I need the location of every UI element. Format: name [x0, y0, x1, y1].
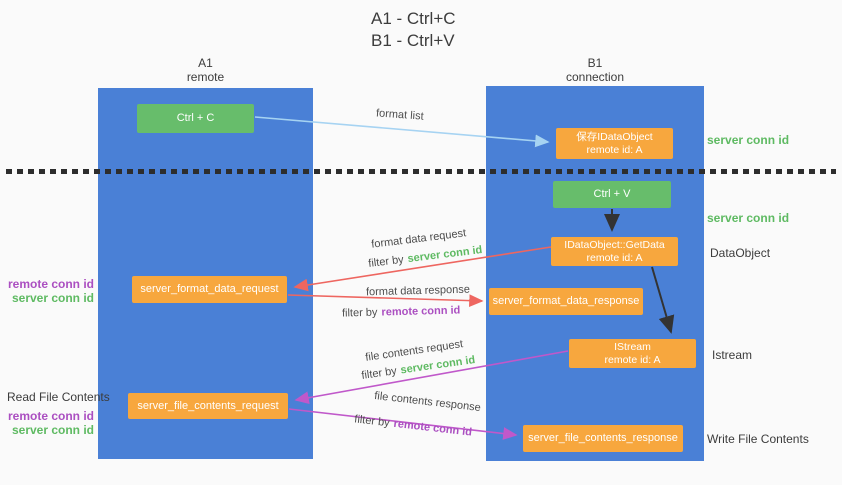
node-server-file-contents-request-label: server_file_contents_request — [137, 399, 279, 412]
left-label-server-conn-id-2: server conn id — [11, 423, 94, 437]
node-server-file-contents-request: server_file_contents_request — [128, 393, 288, 419]
node-idataobject-getdata: IDataObject::GetData remote id: A — [551, 237, 678, 266]
right-label-server-conn-id-top: server conn id — [707, 133, 790, 147]
node-save-idataobject-line2: remote id: A — [586, 143, 643, 156]
remote-conn-id-text: remote conn id — [392, 417, 473, 439]
filter-by-text: filter by — [360, 365, 398, 382]
right-label-server-conn-id-mid: server conn id — [707, 211, 790, 225]
lane-header-a1: A1 remote — [98, 56, 313, 84]
title-line-1: A1 - Ctrl+C — [371, 9, 456, 28]
server-conn-id-text: server conn id — [406, 244, 483, 266]
node-istream-line2: remote id: A — [604, 353, 661, 366]
node-server-file-contents-response: server_file_contents_response — [523, 425, 683, 452]
edge-label-format-data-response: format data response — [365, 283, 471, 299]
left-conn-id-block-file: remote conn id server conn id — [8, 409, 94, 437]
left-label-read-file-contents: Read File Contents — [7, 390, 110, 404]
node-server-file-contents-response-label: server_file_contents_response — [528, 432, 678, 444]
filter-by-text: filter by — [367, 253, 405, 270]
node-server-format-data-response-label: server_format_data_response — [492, 295, 640, 307]
node-save-idataobject: 保存IDataObject remote id: A — [556, 128, 673, 159]
lane-header-b1: B1 connection — [486, 56, 704, 84]
left-label-remote-conn-id-1: remote conn id — [8, 277, 95, 291]
diagram-title: A1 - Ctrl+C B1 - Ctrl+V — [371, 8, 456, 52]
left-label-server-conn-id-1: server conn id — [11, 291, 94, 305]
node-istream-line1: IStream — [614, 340, 651, 353]
session-separator-line — [6, 169, 836, 174]
node-save-idataobject-line1: 保存IDataObject — [576, 130, 653, 143]
node-ctrl-v: Ctrl + V — [553, 181, 671, 208]
node-ctrl-c-label: Ctrl + C — [176, 112, 215, 124]
right-label-write-file-contents: Write File Contents — [707, 432, 809, 446]
node-server-format-data-response: server_format_data_response — [489, 288, 643, 315]
node-getdata-line1: IDataObject::GetData — [564, 238, 665, 251]
node-server-format-data-request-label: server_format_data_request — [140, 283, 279, 295]
left-conn-id-block-format: remote conn id server conn id — [8, 277, 94, 305]
node-ctrl-c: Ctrl + C — [137, 104, 254, 133]
filter-by-text: filter by — [353, 413, 391, 430]
remote-conn-id-text: remote conn id — [381, 304, 461, 319]
node-server-format-data-request: server_format_data_request — [132, 276, 287, 303]
title-line-2: B1 - Ctrl+V — [371, 31, 455, 50]
lane-a1-name: A1 — [198, 56, 213, 70]
filter-by-text: filter by — [341, 306, 378, 320]
node-istream: IStream remote id: A — [569, 339, 696, 368]
lane-b1-role: connection — [565, 70, 625, 84]
node-ctrl-v-label: Ctrl + V — [593, 188, 631, 200]
edge-label-format-list: format list — [375, 107, 425, 123]
edge-label-file-contents-response: file contents response — [373, 389, 482, 415]
node-getdata-line2: remote id: A — [586, 251, 643, 264]
left-label-remote-conn-id-2: remote conn id — [8, 409, 95, 423]
right-label-istream: Istream — [712, 348, 753, 362]
lane-a1-role: remote — [186, 70, 225, 84]
right-label-dataobject: DataObject — [710, 246, 771, 260]
lane-b1-name: B1 — [587, 56, 603, 70]
